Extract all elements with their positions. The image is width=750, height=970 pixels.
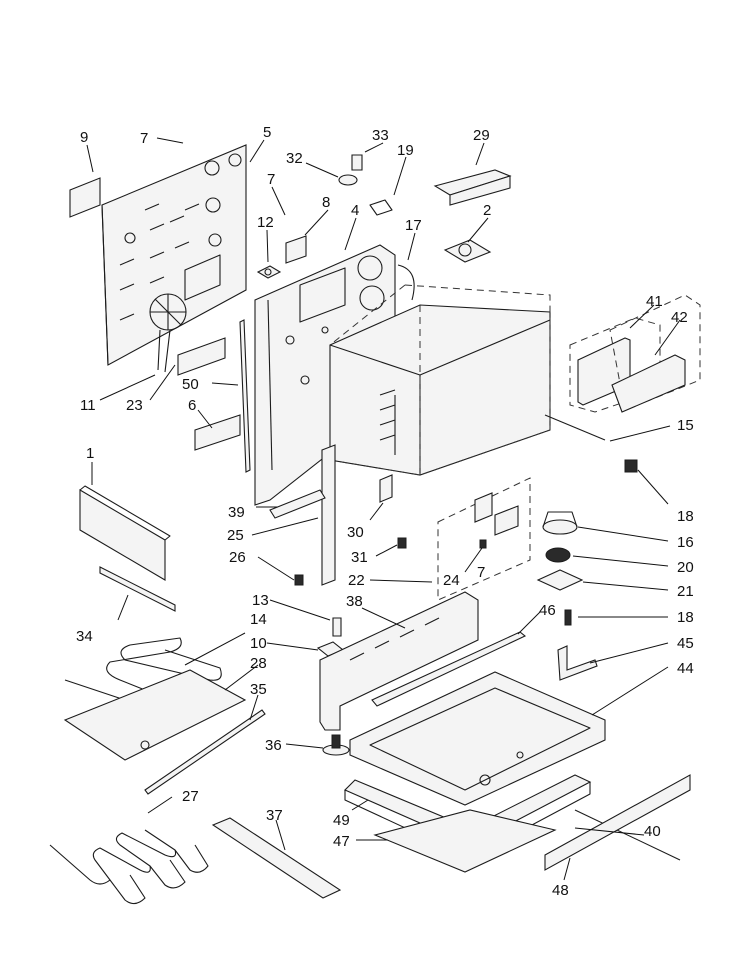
part-valve-2 <box>443 239 492 263</box>
callout-14: 14 <box>250 611 267 628</box>
part-gear-20 <box>545 547 571 563</box>
callout-1: 1 <box>86 445 94 462</box>
callout-28: 28 <box>250 655 267 672</box>
callout-44: 44 <box>677 660 694 677</box>
part-tray-28 <box>63 669 247 761</box>
leader-lines <box>86 137 681 881</box>
callout-4: 4 <box>351 202 359 219</box>
part-oven-cavity <box>329 284 551 476</box>
callout-7: 7 <box>477 564 485 581</box>
part-panel-42 <box>609 294 701 413</box>
part-screw-13 <box>332 617 342 637</box>
callout-31: 31 <box>351 549 368 566</box>
callout-49: 49 <box>333 812 350 829</box>
part-bracket-45 <box>557 645 598 681</box>
part-strip-46 <box>371 631 527 707</box>
callout-24: 24 <box>443 572 460 589</box>
callout-6: 6 <box>188 397 196 414</box>
part-burner-16 <box>542 511 578 535</box>
part-panel-1 <box>79 485 171 581</box>
callout-25: 25 <box>227 527 244 544</box>
part-screw-18a <box>624 459 638 473</box>
part-plate-6 <box>194 414 241 451</box>
callout-15: 15 <box>677 417 694 434</box>
part-element-27 <box>49 829 209 905</box>
callout-22: 22 <box>348 572 365 589</box>
callout-7: 7 <box>140 130 148 147</box>
callout-9: 9 <box>80 129 88 146</box>
callout-34: 34 <box>76 628 93 645</box>
callout-30: 30 <box>347 524 364 541</box>
part-foot-36 <box>322 734 350 756</box>
callout-18: 18 <box>677 609 694 626</box>
callout-37: 37 <box>266 807 283 824</box>
callout-23: 23 <box>126 397 143 414</box>
callout-48: 48 <box>552 882 569 899</box>
callouts: 9 7 5 33 29 32 19 7 8 12 4 17 2 41 42 11… <box>76 124 694 899</box>
callout-41: 41 <box>646 293 663 310</box>
callout-10: 10 <box>250 635 267 652</box>
part-plate-21 <box>536 569 584 591</box>
callout-5: 5 <box>263 124 271 141</box>
callout-35: 35 <box>250 681 267 698</box>
part-rear-panel <box>101 144 247 366</box>
callout-27: 27 <box>182 788 199 805</box>
callout-21: 21 <box>677 583 694 600</box>
callout-19: 19 <box>397 142 414 159</box>
callout-40: 40 <box>644 823 661 840</box>
part-switch-8 <box>285 235 307 264</box>
part-rail-37 <box>211 817 342 899</box>
callout-47: 47 <box>333 833 350 850</box>
callout-39: 39 <box>228 504 245 521</box>
callout-11: 11 <box>80 397 96 414</box>
part-cap-29 <box>433 169 512 206</box>
callout-12: 12 <box>257 214 274 231</box>
part-bracket-30 <box>379 474 393 503</box>
callout-18: 18 <box>677 508 694 525</box>
part-clip-32 <box>338 174 358 186</box>
part-fan-motor <box>149 293 187 373</box>
part-group-22 <box>437 477 531 601</box>
callout-36: 36 <box>265 737 282 754</box>
part-cover-plate <box>69 177 101 218</box>
callout-8: 8 <box>322 194 330 211</box>
callout-50: 50 <box>182 376 199 393</box>
callout-42: 42 <box>671 309 688 326</box>
callout-20: 20 <box>677 559 694 576</box>
callout-16: 16 <box>677 534 694 551</box>
part-bottom-pan-44 <box>349 671 606 806</box>
callout-29: 29 <box>473 127 490 144</box>
callout-7: 7 <box>267 171 275 188</box>
part-strip-50 <box>239 319 251 473</box>
part-rod-15 <box>544 414 606 441</box>
callout-17: 17 <box>405 217 422 234</box>
callout-46: 46 <box>539 602 556 619</box>
callout-2: 2 <box>483 202 491 219</box>
callout-32: 32 <box>286 150 303 167</box>
part-rod-40 <box>574 809 681 861</box>
part-strip-34 <box>99 566 176 612</box>
callout-45: 45 <box>677 635 694 652</box>
callout-38: 38 <box>346 593 363 610</box>
part-pipe-17 <box>397 264 415 301</box>
part-bracket-23 <box>177 337 226 376</box>
callout-26: 26 <box>229 549 246 566</box>
part-screw-33 <box>351 154 363 171</box>
part-gasket-19 <box>369 199 393 216</box>
part-panel-47 <box>373 809 557 873</box>
part-screw-26 <box>294 574 304 586</box>
part-clip-12 <box>256 265 282 279</box>
part-screw-31 <box>397 537 407 549</box>
part-frame-38 <box>319 591 479 731</box>
part-screw-18b <box>564 609 572 626</box>
callout-33: 33 <box>372 127 389 144</box>
callout-13: 13 <box>252 592 269 609</box>
part-strip-48 <box>544 774 691 871</box>
part-rod-35 <box>144 709 266 795</box>
part-plate-25 <box>269 444 336 586</box>
